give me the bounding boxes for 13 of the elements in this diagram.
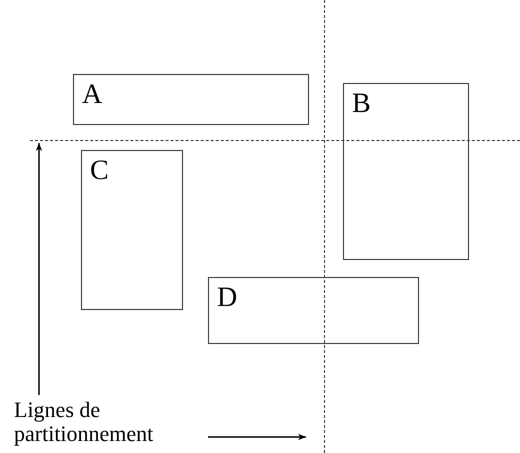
partition-line (324, 0, 326, 453)
partition-rectangle (208, 277, 419, 344)
annotation-text: Lignes de partitionnement (14, 398, 194, 446)
partition-rectangle (81, 150, 183, 310)
arrow (208, 434, 306, 440)
partition-rectangle (73, 74, 309, 125)
arrow (36, 143, 42, 395)
partition-rectangle (343, 83, 469, 260)
rectangle-label: A (82, 81, 104, 109)
partition-line (30, 140, 520, 142)
rectangle-label: B (352, 90, 372, 118)
rectangle-label: C (90, 157, 110, 185)
rectangle-label: D (217, 284, 238, 312)
